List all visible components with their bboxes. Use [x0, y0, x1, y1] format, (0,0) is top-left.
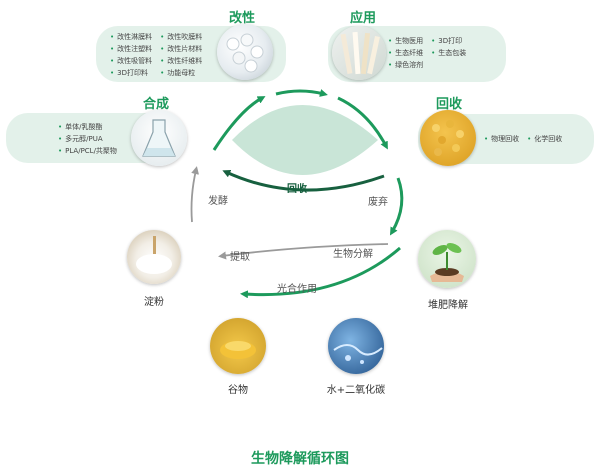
center-lens: [232, 105, 378, 175]
grain-label: 谷物: [228, 385, 248, 396]
arrow-top-left: [212, 96, 266, 151]
extract-label: 提取: [230, 252, 250, 263]
arrow-top-mid: [275, 89, 328, 97]
list-item: 单体/乳酸酯: [58, 121, 186, 133]
list-item: 3D打印料: [110, 67, 152, 79]
recycle-title: 回收: [436, 97, 463, 112]
arrow-discard: [389, 177, 404, 236]
modify-list-left: 改性淋膜料 改性注塑料 改性吸管料 3D打印料: [110, 31, 152, 79]
recycle-list-right: 化学回收: [527, 133, 562, 145]
ferment-label: 发酵: [208, 196, 228, 207]
list-item: 功能母粒: [160, 67, 202, 79]
starch-label: 淀粉: [144, 297, 164, 308]
plastic-pellets-photo: [217, 24, 273, 80]
apply-list-right: 3D打印 生态包装: [431, 35, 466, 71]
discard-label: 废弃: [368, 197, 388, 208]
synth-title: 合成: [143, 97, 170, 112]
list-item: 物理回收: [484, 133, 519, 145]
recycle-center-label: 回收: [287, 184, 307, 195]
compost-photo: [418, 230, 476, 288]
list-item: 改性淋膜料: [110, 31, 152, 43]
list-item: 改性吹膜料: [160, 31, 202, 43]
list-item: 生物医用: [388, 35, 423, 47]
list-item: 生态纤维: [388, 47, 423, 59]
starch-photo: [127, 230, 181, 284]
grain-photo: [210, 318, 266, 374]
recycle-list-left: 物理回收: [484, 133, 519, 145]
list-item: 化学回收: [527, 133, 562, 145]
list-item: 3D打印: [431, 35, 466, 47]
list-item: 改性吸管料: [110, 55, 152, 67]
modify-title: 改性: [229, 11, 256, 26]
recycled-granules-photo: [420, 110, 476, 166]
apply-list-left: 生物医用 生态纤维 绿色溶剂: [388, 35, 423, 71]
synth-list: 单体/乳酸酯 多元醇/PUA PLA/PCL/共聚物: [6, 113, 186, 157]
diagram-title: 生物降解循环图: [251, 451, 349, 467]
water-co2-label: 水+二氧化碳: [326, 385, 386, 396]
apply-title: 应用: [350, 11, 377, 26]
list-item: 多元醇/PUA: [58, 133, 186, 145]
arrow-recycle: [222, 170, 385, 192]
straws-photo: [332, 26, 386, 80]
biodegrade-label: 生物分解: [333, 249, 373, 260]
list-item: 改性注塑料: [110, 43, 152, 55]
list-item: 改性纤维料: [160, 55, 202, 67]
list-item: 绿色溶剂: [388, 59, 423, 71]
arrow-biodegrade: [218, 243, 389, 260]
photosynthesis-label: 光合作用: [277, 284, 317, 295]
arrow-ferment: [190, 166, 199, 223]
list-item: PLA/PCL/共聚物: [58, 145, 186, 157]
flask-photo: [131, 110, 187, 166]
modify-list-right: 改性吹膜料 改性片材料 改性纤维料 功能母粒: [160, 31, 202, 79]
water-co2-photo: [328, 318, 384, 374]
list-item: 改性片材料: [160, 43, 202, 55]
list-item: 生态包装: [431, 47, 466, 59]
compost-label: 堆肥降解: [428, 300, 468, 311]
arrow-top-right: [337, 96, 388, 150]
arrow-photosynthesis: [240, 246, 401, 299]
